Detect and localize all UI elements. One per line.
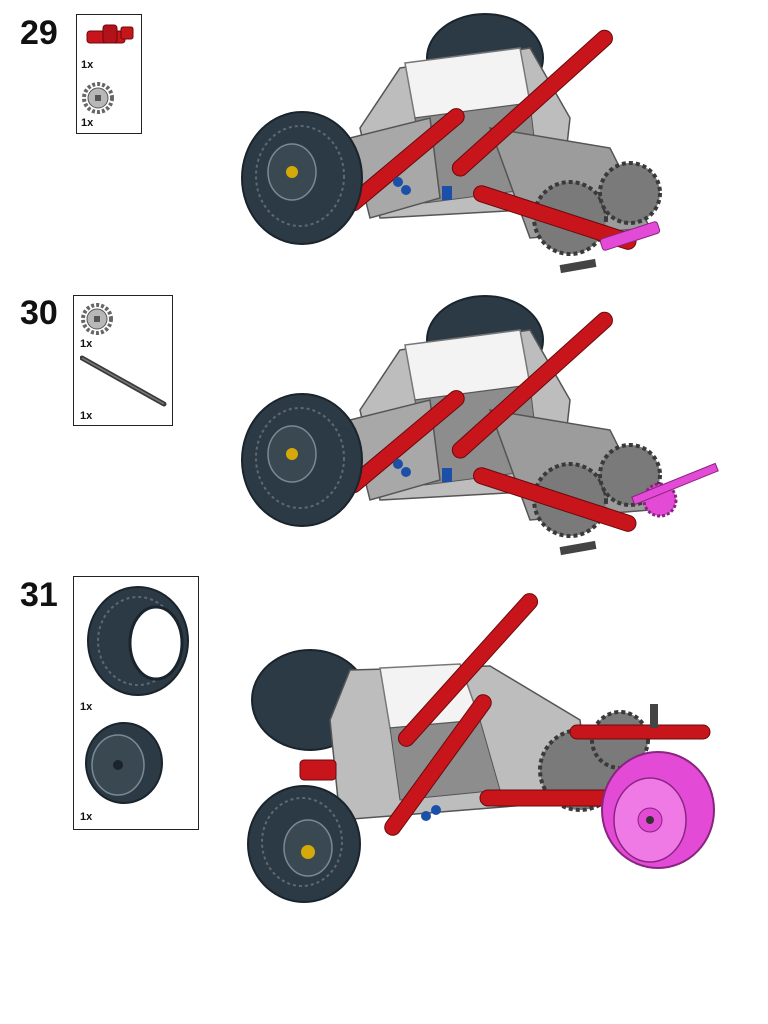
tire-icon <box>87 586 189 696</box>
step-number: 29 <box>20 14 58 52</box>
part-qty: 1x <box>80 338 93 350</box>
part-qty: 1x <box>80 410 93 422</box>
part-qty: 1x <box>81 59 94 71</box>
rim-icon <box>85 722 163 804</box>
model-assembly-step-29 <box>241 13 662 274</box>
axle-icon <box>80 355 167 407</box>
model-assembly-step-30 <box>241 295 719 556</box>
part-qty: 1x <box>80 701 93 713</box>
parts-callout: 1x 1x <box>73 295 173 426</box>
parts-callout: 1x 1x <box>76 14 142 134</box>
red-connector-peg-icon <box>86 24 134 44</box>
step-number: 30 <box>20 294 58 332</box>
parts-callout: 1x 1x <box>73 576 199 830</box>
step-number: 31 <box>20 576 58 614</box>
step-29: 29 1x 1x <box>0 0 768 290</box>
model-assembly-step-31 <box>247 593 715 903</box>
step-31: 31 1x 1x <box>0 570 768 920</box>
part-qty: 1x <box>81 117 94 129</box>
gear-icon <box>82 82 114 114</box>
gear-icon <box>81 303 113 335</box>
step-30: 30 1x 1x <box>0 290 768 570</box>
part-qty: 1x <box>80 811 93 823</box>
